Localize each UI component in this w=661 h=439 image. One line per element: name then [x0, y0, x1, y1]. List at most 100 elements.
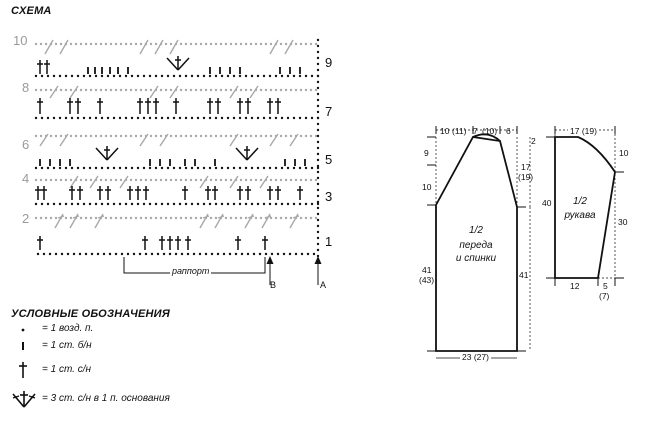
- chain-dot-grey: [269, 178, 273, 182]
- chain-dot: [82, 202, 86, 206]
- grey-dc-bar: [217, 215, 225, 219]
- edge-dot: [316, 62, 320, 66]
- chain-dot-grey: [299, 88, 303, 92]
- chain-dot: [154, 202, 158, 206]
- chain-dot: [64, 202, 68, 206]
- chain-dot-grey: [284, 42, 288, 46]
- chain-dot: [208, 166, 212, 170]
- grey-dc: [159, 133, 169, 147]
- chain-dot: [202, 202, 206, 206]
- chain-dot-grey: [159, 134, 163, 138]
- chain-dot: [88, 116, 92, 120]
- chain-dot-grey: [184, 88, 188, 92]
- chain-dot-grey: [94, 216, 98, 220]
- chain-dot-grey: [119, 216, 123, 220]
- chain-dot: [196, 166, 200, 170]
- shell-right-1: [246, 147, 259, 161]
- chain-dot-grey: [89, 42, 93, 46]
- chain-dot: [178, 202, 182, 206]
- chain-dot: [112, 74, 116, 78]
- chain-dot: [264, 252, 268, 256]
- grey-dc: [214, 213, 224, 229]
- chain-dot: [210, 252, 214, 256]
- chain-dot: [58, 116, 62, 120]
- legend-item-shell: = 3 ст. с/н в 1 п. основания: [11, 388, 311, 410]
- chain-dot: [52, 116, 56, 120]
- chain-dot-grey: [289, 88, 293, 92]
- chain-dot: [238, 202, 242, 206]
- chain-dot: [214, 74, 218, 78]
- chain-dot-grey: [199, 42, 203, 46]
- shell-left-1: [235, 147, 248, 161]
- chain-dot-grey: [229, 88, 233, 92]
- chain-dot: [180, 252, 184, 256]
- legend-text-double-crochet: = 1 ст. с/н: [42, 364, 92, 375]
- chain-dot: [58, 202, 62, 206]
- chain-dot-grey: [314, 134, 318, 138]
- chain-dot: [112, 116, 116, 120]
- chain-dot-grey: [79, 88, 83, 92]
- sleeve-pattern-drawing: [546, 126, 624, 286]
- grey-dc-bar: [292, 215, 300, 219]
- chain-dot-grey: [134, 134, 138, 138]
- chain-dot-grey: [254, 216, 258, 220]
- chain-dot-grey: [284, 134, 288, 138]
- chain-dot: [78, 252, 82, 256]
- chain-dot: [124, 116, 128, 120]
- grey-dc: [44, 39, 54, 55]
- chain-dot-grey: [309, 178, 313, 182]
- edge-dot: [316, 200, 320, 204]
- chain-dot-grey: [104, 42, 108, 46]
- sleeve-dim-right-10: 10: [619, 148, 629, 158]
- body-neckline: [472, 133, 501, 142]
- chain-dot-grey: [269, 216, 273, 220]
- chain-dot-grey: [169, 178, 173, 182]
- edge-dot: [316, 146, 320, 150]
- chain-dot: [64, 74, 68, 78]
- edge-dot: [316, 152, 320, 156]
- chain-dot-grey: [49, 178, 53, 182]
- chain-dot-grey: [69, 216, 73, 220]
- chain-dot-grey: [139, 88, 143, 92]
- chain-dot-grey: [169, 88, 173, 92]
- chain-dot: [148, 166, 152, 170]
- grey-dc-bar: [202, 215, 210, 219]
- chain-dot: [262, 116, 266, 120]
- chain-dot-grey: [194, 42, 198, 46]
- chain-dot: [240, 252, 244, 256]
- body-label-back: и спинки: [455, 253, 497, 264]
- chain-dot: [118, 202, 122, 206]
- chain-dot-grey: [39, 216, 43, 220]
- chain-dot: [36, 252, 40, 256]
- chain-dot-grey: [304, 88, 308, 92]
- chain-dot: [244, 116, 248, 120]
- row-label-10: 10: [13, 33, 28, 48]
- chain-dot-grey: [104, 216, 108, 220]
- chain-dot: [82, 116, 86, 120]
- chain-dot: [46, 116, 50, 120]
- edge-dot: [316, 212, 320, 216]
- chain-dot: [40, 166, 44, 170]
- chain-dot: [274, 202, 278, 206]
- chain-dot-grey: [104, 178, 108, 182]
- chain-dot: [316, 202, 320, 206]
- chain-dot: [298, 202, 302, 206]
- chain-dot-grey: [244, 42, 248, 46]
- chain-dot-grey: [159, 216, 163, 220]
- chain-dot-grey: [219, 42, 223, 46]
- chain-dot: [286, 74, 290, 78]
- chain-dot: [196, 202, 200, 206]
- chain-dot-grey: [179, 42, 183, 46]
- chain-dot: [130, 74, 134, 78]
- chain-dot-grey: [104, 134, 108, 138]
- arrow-a-head: [314, 256, 322, 264]
- chain-dot-grey: [249, 134, 253, 138]
- chain-dot-grey: [279, 42, 283, 46]
- grey-dc-bar: [97, 215, 105, 219]
- grey-dc: [261, 213, 271, 229]
- chain-dot: [94, 202, 98, 206]
- chain-dot: [76, 202, 80, 206]
- chain-dot: [312, 252, 316, 256]
- chain-dot: [100, 74, 104, 78]
- chain-dot: [226, 116, 230, 120]
